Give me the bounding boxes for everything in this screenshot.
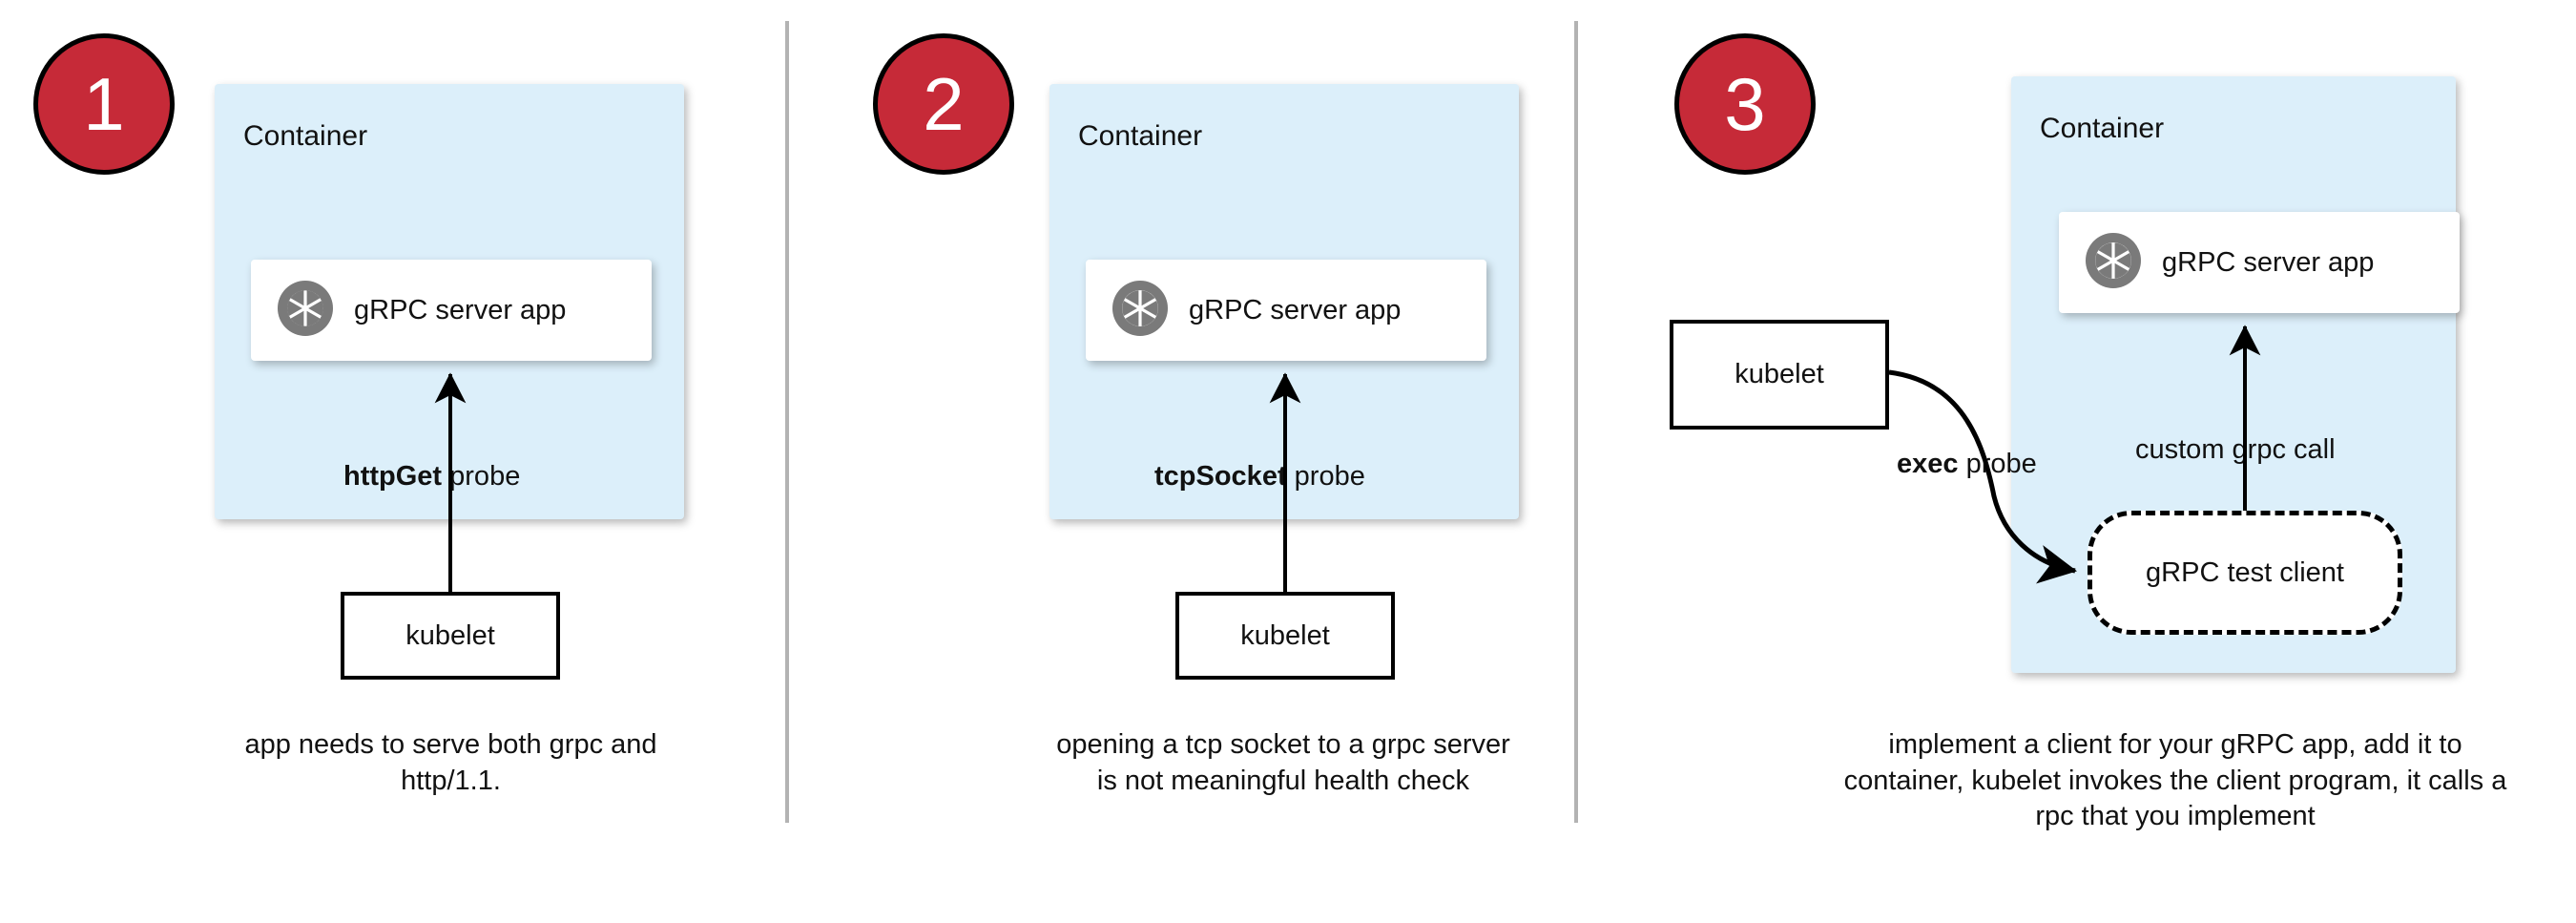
step-badge-3: 3 [1674, 33, 1816, 175]
exec-probe-edge-label: exec probe [1897, 449, 2037, 480]
step-badge-1: 1 [33, 33, 175, 175]
container-label-2: Container [1078, 120, 1203, 152]
grpc-server-app-label-3: gRPC server app [2162, 246, 2375, 278]
grpc-server-app-card-3: gRPC server app [2059, 212, 2460, 313]
grpc-server-app-card-2: gRPC server app [1086, 260, 1486, 361]
probe-edge-label-1: httpGet probe [343, 461, 520, 493]
kubelet-box-1: kubelet [341, 592, 560, 680]
probe-edge-label-rest-1: probe [442, 461, 521, 492]
step-badge-number: 2 [923, 62, 965, 146]
panel-caption-2: opening a tcp socket to a grpc server is… [1056, 729, 1510, 796]
custom-grpc-call-edge-label: custom grpc call [2135, 434, 2336, 465]
probe-edge-label-rest-2: probe [1286, 461, 1365, 492]
kubelet-label-1: kubelet [405, 619, 495, 651]
exec-probe-edge-label-bold: exec [1897, 449, 1959, 479]
panel-divider-1 [785, 21, 789, 823]
step-badge-number: 1 [83, 62, 125, 146]
exec-probe-edge-label-rest: probe [1958, 449, 2037, 479]
grpc-server-app-card-1: gRPC server app [251, 260, 652, 361]
container-label-1: Container [243, 120, 368, 152]
grpc-aperture-icon [1111, 279, 1170, 343]
kubelet-label-3: kubelet [1735, 359, 1824, 389]
grpc-aperture-icon [276, 279, 335, 343]
kubelet-box-3: kubelet [1670, 320, 1889, 430]
probe-edge-label-2: tcpSocket probe [1154, 461, 1365, 493]
grpc-test-client-box: gRPC test client [2088, 511, 2402, 635]
probe-edge-label-bold-1: httpGet [343, 461, 443, 492]
kubelet-box-2: kubelet [1175, 592, 1395, 680]
container-label-3: Container [2040, 113, 2165, 144]
grpc-server-app-label-1: gRPC server app [354, 294, 567, 325]
step-badge-2: 2 [873, 33, 1014, 175]
grpc-aperture-icon [2084, 231, 2143, 295]
panel-divider-2 [1574, 21, 1578, 823]
panel-caption-3: implement a client for your gRPC app, ad… [1843, 729, 2507, 832]
grpc-server-app-label-2: gRPC server app [1189, 294, 1402, 325]
probe-edge-label-bold-2: tcpSocket [1154, 461, 1287, 492]
kubelet-label-2: kubelet [1240, 619, 1330, 651]
step-badge-number: 3 [1724, 62, 1766, 146]
panel-caption-1: app needs to serve both grpc and http/1.… [244, 729, 657, 796]
grpc-test-client-label: gRPC test client [2146, 556, 2344, 588]
